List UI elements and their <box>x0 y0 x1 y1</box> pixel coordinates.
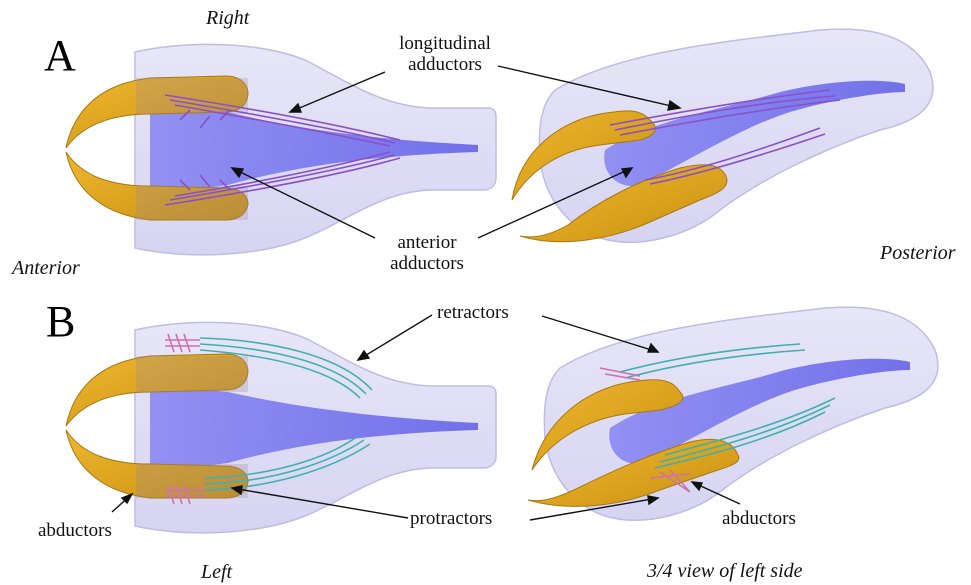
label-retractors: retractors <box>437 302 509 323</box>
panel-label-a: A <box>44 34 76 78</box>
orientation-view: 3/4 view of left side <box>647 561 803 582</box>
orientation-left: Left <box>201 562 232 583</box>
orientation-posterior: Posterior <box>880 243 956 264</box>
label-longitudinal-adductors-line1: longitudinal <box>380 33 510 54</box>
panel-a-top-view <box>66 44 496 254</box>
claw-upper-overlap <box>136 356 248 392</box>
panel-a-oblique-view <box>512 29 933 242</box>
label-longitudinal-adductors: longitudinal adductors <box>380 33 510 75</box>
label-protractors: protractors <box>410 508 492 529</box>
label-abductors-right: abductors <box>722 508 796 529</box>
label-abductors-left: abductors <box>38 520 112 541</box>
orientation-anterior: Anterior <box>12 258 80 279</box>
label-anterior-adductors: anterior adductors <box>372 232 482 274</box>
panel-b-oblique-view <box>528 307 938 520</box>
panel-b-top-view <box>66 322 496 532</box>
label-anterior-adductors-line1: anterior <box>372 232 482 253</box>
panel-label-b: B <box>46 300 75 344</box>
claw-lower-overlap <box>136 464 248 498</box>
label-anterior-adductors-line2: adductors <box>372 253 482 274</box>
orientation-right: Right <box>206 8 249 29</box>
claw-lower-overlap <box>136 186 248 220</box>
label-longitudinal-adductors-line2: adductors <box>380 54 510 75</box>
